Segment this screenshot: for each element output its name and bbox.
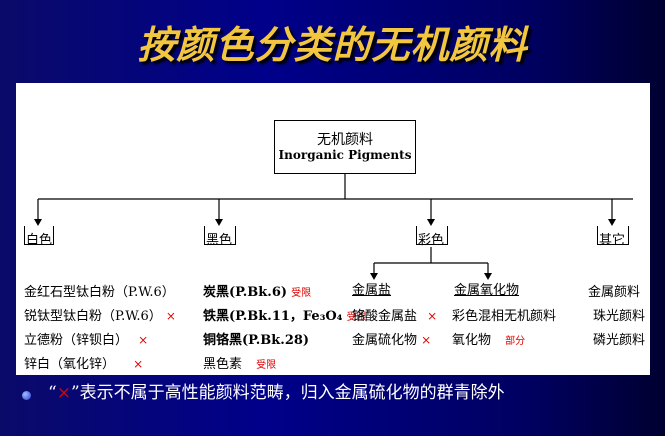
category-colored: 彩色 (418, 233, 445, 248)
white-item-label: 锌白（氧化锌） (24, 357, 116, 372)
black-item: 铜铬黑(P.Bk.28) (203, 329, 309, 348)
footnote-body: ”表示不属于高性能颜料范畴，归入金属硫化物的群青除外 (70, 383, 505, 403)
diagram-panel: 无机颜料 Inorganic Pigments 白色 黑色 彩色 其它 金属盐 … (16, 83, 650, 375)
root-label-cn: 无机颜料 (317, 132, 373, 148)
not-high-performance-mark: × (133, 357, 144, 371)
white-item: 锌白（氧化锌） × (24, 353, 143, 372)
white-item: 金红石型钛白粉（P.W.6） (24, 281, 175, 300)
other-item: 金属颜料 (588, 285, 641, 300)
tree-connectors (34, 174, 633, 280)
not-high-performance-mark: × (56, 383, 71, 403)
not-high-performance-mark: × (165, 309, 176, 323)
subcategory-metal-oxide: 金属氧化物 (454, 283, 520, 298)
black-item-label: 黑色素 (203, 357, 243, 372)
arrow-black (215, 219, 223, 226)
bullet-icon (22, 391, 31, 400)
black-item: 炭黑(P.Bk.6) 受限 (203, 281, 311, 300)
root-label-en: Inorganic Pigments (278, 148, 412, 162)
partial-note: 部分 (505, 336, 526, 347)
black-bracket (204, 226, 236, 245)
arrow-metal-salt (370, 273, 378, 280)
category-other: 其它 (599, 233, 626, 248)
white-item: 锐钛型钛白粉（P.W.6） × (24, 305, 176, 324)
arrow-metal-oxide (484, 273, 492, 280)
metal-oxide-item-label: 彩色混相无机颜料 (452, 309, 557, 324)
colored-bracket (416, 226, 448, 245)
restricted-note: 受限 (346, 312, 367, 323)
white-item-label: 立德粉（锌钡白） (24, 333, 129, 348)
metal-salt-item-label: 金属硫化物 (352, 333, 418, 348)
footnote: “×”表示不属于高性能颜料范畴，归入金属硫化物的群青除外 (22, 382, 642, 405)
metal-salt-item: 铬酸金属盐 × (352, 305, 437, 324)
black-item-label: 炭黑(P.Bk.6) (203, 285, 288, 300)
not-high-performance-mark: × (138, 333, 149, 347)
arrow-white (34, 219, 42, 226)
metal-oxide-item: 氧化物 部分 (452, 329, 525, 348)
subcategory-metal-salt: 金属盐 (352, 283, 392, 298)
black-item: 黑色素 受限 (203, 353, 276, 372)
root-node: 无机颜料 Inorganic Pigments (274, 120, 416, 174)
white-item: 立德粉（锌钡白） × (24, 329, 148, 348)
arrow-other (608, 219, 616, 226)
category-black: 黑色 (206, 233, 233, 248)
not-high-performance-mark: × (421, 333, 432, 347)
white-bracket (24, 226, 54, 245)
black-item-label: 铜铬黑(P.Bk.28) (203, 333, 310, 348)
metal-oxide-item: 彩色混相无机颜料 (452, 305, 556, 324)
black-item: 铁黑(P.Bk.11，Fe₃O₄ 受限 (203, 305, 367, 324)
other-bracket (597, 226, 629, 245)
metal-salt-item: 金属硫化物 × (352, 329, 431, 348)
other-item: 珠光颜料 (593, 309, 646, 324)
category-white: 白色 (26, 233, 53, 248)
metal-oxide-item-label: 氧化物 (452, 333, 492, 348)
metal-salt-item-label: 铬酸金属盐 (352, 309, 418, 324)
footnote-text: “×”表示不属于高性能颜料范畴，归入金属硫化物的群青除外 (48, 382, 642, 405)
white-item-label: 锐钛型钛白粉（P.W.6） (24, 309, 162, 324)
black-item-label: 铁黑(P.Bk.11，Fe₃O₄ (203, 309, 343, 324)
other-item: 磷光颜料 (593, 333, 646, 348)
footnote-quote-open: “ (48, 383, 57, 403)
restricted-note: 受限 (291, 288, 312, 299)
white-item-label: 金红石型钛白粉（P.W.6） (24, 285, 175, 300)
arrow-colored (427, 219, 435, 226)
slide-title: 按颜色分类的无机颜料 (137, 22, 528, 67)
restricted-note: 受限 (256, 360, 277, 371)
not-high-performance-mark: × (427, 309, 438, 323)
